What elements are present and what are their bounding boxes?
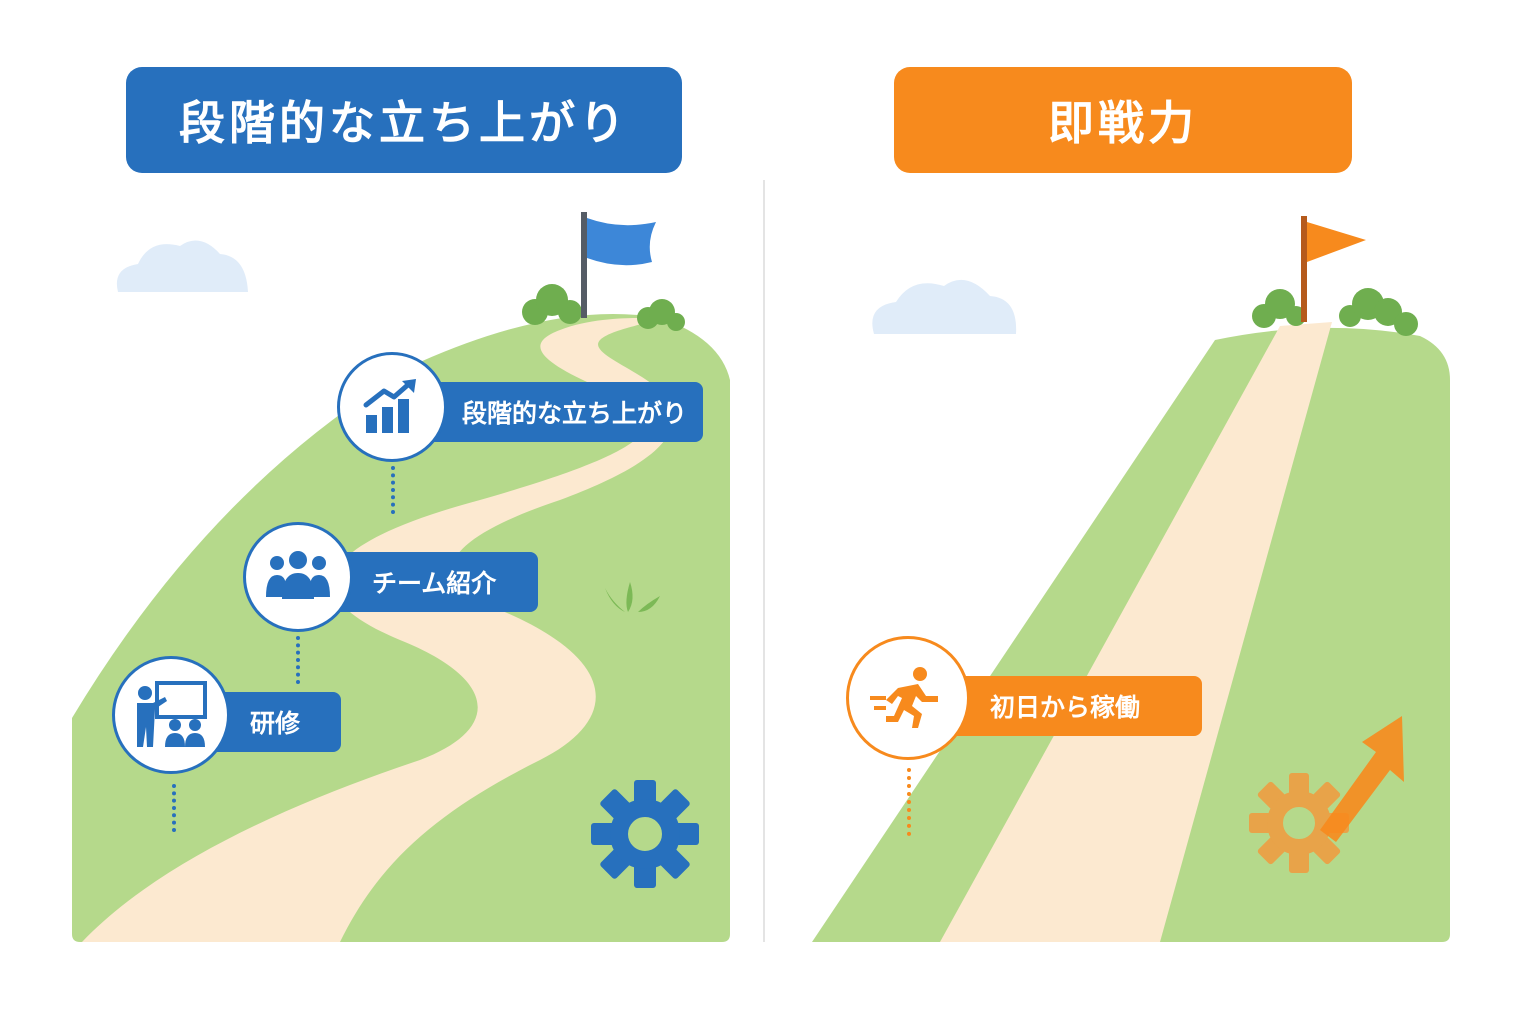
right-scene (812, 216, 1450, 942)
left-title-text: 段階的な立ち上がり (179, 96, 629, 150)
winding-path-left (82, 318, 673, 942)
step-badge-training (112, 656, 230, 774)
gear-arrow-icon (1249, 716, 1404, 873)
step-connector-day-one (907, 768, 911, 836)
cloud-right (872, 279, 1017, 334)
running-person-icon (870, 667, 938, 728)
step-connector-rampup (391, 466, 395, 514)
grass-tuft-icon (605, 582, 660, 612)
gear-icon (591, 780, 699, 888)
step-connector-training (172, 784, 176, 832)
right-title-banner: 即戦力 (894, 67, 1352, 173)
step-label-rampup: 段階的な立ち上がり (405, 382, 703, 442)
left-title-banner: 段階的な立ち上がり (126, 67, 682, 173)
step-badge-day-one (846, 636, 970, 760)
straight-path-right (940, 322, 1332, 942)
step-connector-team (296, 636, 300, 684)
step-badge-rampup (337, 352, 447, 462)
left-scene (72, 212, 730, 942)
training-presentation-icon (137, 681, 207, 747)
growth-chart-icon (363, 379, 416, 433)
panel-divider (763, 180, 765, 942)
goal-flag-left (581, 212, 656, 318)
team-group-icon (266, 551, 330, 599)
goal-flag-right (1301, 216, 1366, 322)
right-title-text: 即戦力 (1048, 96, 1198, 150)
bushes-left (522, 284, 685, 331)
cloud-left (116, 240, 248, 292)
step-badge-team (243, 522, 353, 632)
